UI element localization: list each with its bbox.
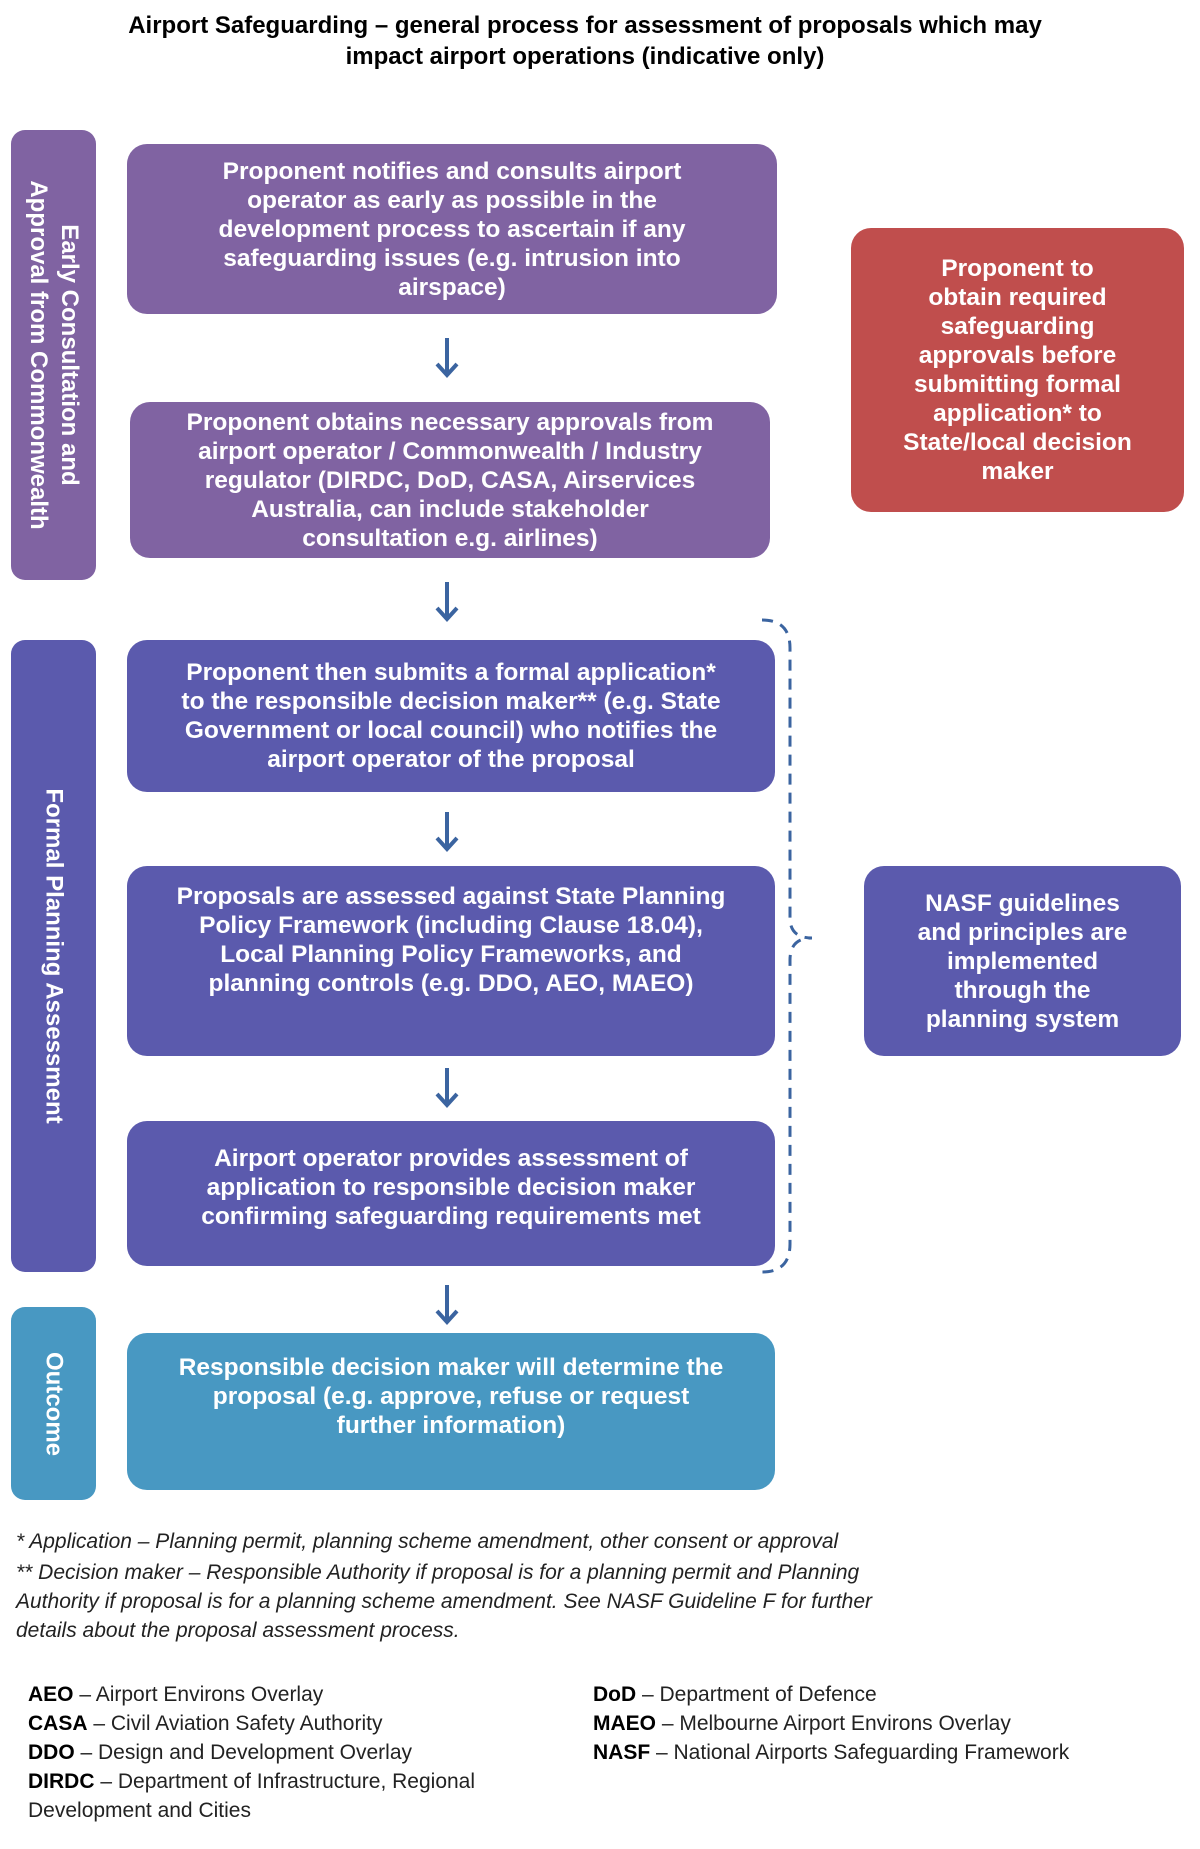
arrow-down-icon [435,338,459,378]
arrow-down-icon [435,1068,459,1108]
abbreviations-right: DoD – Department of Defence MAEO – Melbo… [593,1680,1173,1767]
stage-outcome: Outcome [11,1307,96,1500]
step-assess-proposal-text: Proposals are assessed against State Pla… [176,883,726,997]
stage-formal-planning: Formal Planning Assessment [11,640,96,1272]
step-determine-outcome-text: Responsible decision maker will determin… [178,1354,724,1439]
abbreviation-item: AEO – Airport Environs Overlay [28,1683,324,1706]
stage-outcome-label: Outcome [40,1351,67,1456]
step-obtain-approvals: Proponent obtains necessary approvals fr… [130,402,770,558]
arrow-down-icon [435,582,459,622]
abbreviation-item: DIRDC – Department of Infrastructure, Re… [28,1770,476,1793]
stage-early-consultation: Early Consultation and Approval from Com… [11,130,96,580]
title-line-1: Airport Safeguarding – general process f… [128,12,1042,39]
footnote-decision-maker: ** Decision maker – Responsible Authorit… [16,1561,872,1642]
arrow-down-icon [435,812,459,852]
dashed-brace-icon [761,618,813,1274]
step-assess-proposal: Proposals are assessed against State Pla… [127,866,775,1056]
step-obtain-approvals-text: Proponent obtains necessary approvals fr… [186,408,714,552]
abbreviation-item: DoD – Department of Defence [593,1683,877,1706]
stage-early-consultation-label: Early Consultation and Approval from Com… [24,180,83,530]
arrow-down-icon [435,1285,459,1325]
footnote-application: * Application – Planning permit, plannin… [16,1530,839,1553]
title-line-2: impact airport operations (indicative on… [345,43,825,70]
abbreviation-item: DDO – Design and Development Overlay [28,1741,413,1764]
abbreviation-item: CASA – Civil Aviation Safety Authority [28,1712,383,1735]
stage-formal-planning-label: Formal Planning Assessment [40,788,67,1124]
abbreviations-left: AEO – Airport Environs Overlay CASA – Ci… [28,1680,588,1825]
step-submit-application-text: Proponent then submits a formal applicat… [181,659,721,773]
abbreviation-item: MAEO – Melbourne Airport Environs Overla… [593,1712,1011,1735]
diagram-title: Airport Safeguarding – general process f… [20,10,1150,72]
step-submit-application: Proponent then submits a formal applicat… [127,640,775,792]
abbreviation-item: NASF – National Airports Safeguarding Fr… [593,1741,1070,1764]
abbreviation-continuation: Development and Cities [28,1799,251,1822]
step-determine-outcome: Responsible decision maker will determin… [127,1333,775,1490]
